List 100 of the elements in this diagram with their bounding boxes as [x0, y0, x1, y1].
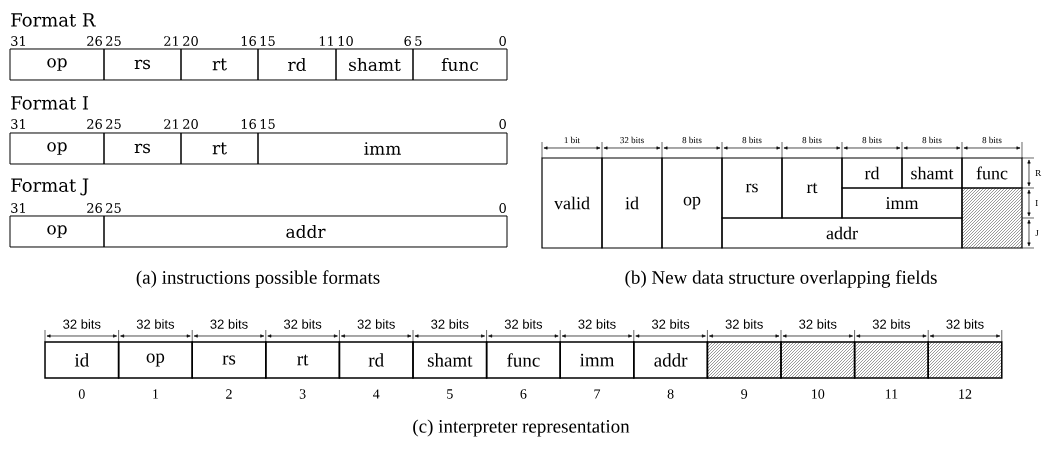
- field-cell: op: [9, 48, 105, 81]
- field-cell: rs: [103, 48, 182, 81]
- dimension-label: 8 bits: [862, 136, 882, 144]
- field-index: 4: [372, 389, 380, 399]
- dimension-label: 32 bits: [578, 319, 616, 329]
- hatched-cell: [706, 341, 782, 379]
- field-cell: addr: [633, 341, 709, 379]
- field-cell: id: [44, 341, 120, 379]
- field-cell: shamt: [335, 48, 414, 81]
- field-cell: addr: [721, 217, 963, 249]
- field-cell: rt: [265, 341, 341, 379]
- field-index: 2: [226, 389, 232, 399]
- bit-number: 26: [87, 119, 102, 129]
- dimension-label: R: [1035, 170, 1042, 176]
- bit-number: 16: [241, 119, 256, 129]
- bit-number: 16: [241, 36, 256, 46]
- field-cell: rd: [841, 157, 903, 189]
- dimension-label: 1 bit: [564, 136, 581, 144]
- dimension-label: 32 bits: [431, 319, 469, 329]
- field-cell: op: [661, 157, 723, 249]
- dimension-label: 8 bits: [682, 136, 702, 144]
- field-index: 12: [959, 389, 972, 399]
- field-cell: func: [961, 157, 1023, 189]
- field-cell: addr: [103, 215, 508, 248]
- field-cell: op: [9, 215, 105, 248]
- field-cell: shamt: [412, 341, 488, 379]
- bit-number: 25: [106, 119, 121, 129]
- caption: (a) instructions possible formats: [136, 270, 380, 288]
- field-cell: id: [601, 157, 663, 249]
- field-cell: rt: [180, 132, 259, 165]
- bit-number: 15: [260, 119, 275, 129]
- bit-number: 25: [106, 203, 121, 213]
- field-index: 6: [520, 389, 527, 399]
- field-cell: rd: [338, 341, 414, 379]
- field-index: 5: [447, 389, 453, 399]
- field-cell: imm: [257, 132, 508, 165]
- dimension-label: 32 bits: [283, 319, 322, 329]
- bit-number: 25: [106, 36, 121, 46]
- bit-number: 26: [87, 203, 102, 213]
- bit-number: 21: [164, 119, 178, 129]
- format-title: Format R: [11, 13, 96, 27]
- hatched-cell: [853, 341, 929, 379]
- dimension-label: 32 bits: [725, 319, 763, 329]
- caption: (b) New data structure overlapping fields: [625, 270, 937, 288]
- format-title: Format J: [11, 178, 89, 196]
- bit-number: 31: [11, 119, 25, 129]
- bit-number: 31: [11, 203, 25, 213]
- dimension-label: 8 bits: [922, 136, 942, 144]
- dimension-label: 32 bits: [872, 319, 911, 329]
- dimension-label: 8 bits: [802, 136, 822, 144]
- field-cell: imm: [559, 341, 635, 379]
- field-cell: func: [412, 48, 508, 81]
- field-index: 10: [812, 389, 825, 399]
- dimension-label: J: [1035, 230, 1039, 236]
- field-cell: func: [485, 341, 561, 379]
- dimension-label: 32 bits: [357, 319, 395, 329]
- field-index: 1: [153, 389, 159, 399]
- bit-number: 0: [499, 119, 506, 129]
- dimension-label: 8 bits: [742, 136, 762, 144]
- bit-number: 26: [87, 36, 102, 46]
- field-index: 9: [741, 389, 748, 399]
- dimension-label: 32 bits: [946, 319, 984, 329]
- caption: (c) interpreter representation: [413, 419, 630, 437]
- dimension-label: I: [1035, 200, 1038, 206]
- field-cell: imm: [841, 187, 963, 219]
- field-cell: rd: [257, 48, 337, 81]
- bit-number: 20: [183, 119, 198, 129]
- field-index: 8: [667, 389, 674, 399]
- bit-number: 20: [183, 36, 198, 46]
- bit-number: 21: [164, 36, 178, 46]
- bit-number: 5: [415, 36, 422, 46]
- dimension-label: 8 bits: [982, 136, 1002, 144]
- field-index: 0: [78, 389, 85, 399]
- dimension-label: 32 bits: [504, 319, 543, 329]
- field-cell: rs: [191, 341, 267, 379]
- dimension-label: 32 bits: [136, 319, 175, 329]
- bit-number: 6: [404, 36, 411, 46]
- field-cell: rt: [781, 157, 843, 219]
- field-index: 3: [299, 389, 306, 399]
- dimension-label: 32 bits: [651, 319, 690, 329]
- field-index: 7: [594, 389, 601, 399]
- field-cell: op: [9, 132, 105, 165]
- bit-number: 10: [338, 36, 353, 46]
- field-cell: valid: [541, 157, 603, 249]
- bit-number: 15: [260, 36, 275, 46]
- field-cell: rs: [721, 157, 783, 219]
- dimension-label: 32 bits: [620, 136, 644, 144]
- dimension-label: 32 bits: [799, 319, 837, 329]
- field-cell: op: [117, 341, 193, 379]
- hatched-cell: [927, 341, 1003, 379]
- dimension-label: 32 bits: [63, 319, 101, 329]
- field-cell: rs: [103, 132, 182, 165]
- format-title: Format I: [11, 96, 88, 110]
- bit-number: 11: [319, 36, 333, 46]
- field-cell: shamt: [901, 157, 963, 189]
- field-index: 11: [885, 389, 898, 399]
- dimension-label: 32 bits: [210, 319, 248, 329]
- hatched-cell: [961, 187, 1023, 249]
- bit-number: 0: [499, 203, 506, 213]
- field-cell: rt: [180, 48, 259, 81]
